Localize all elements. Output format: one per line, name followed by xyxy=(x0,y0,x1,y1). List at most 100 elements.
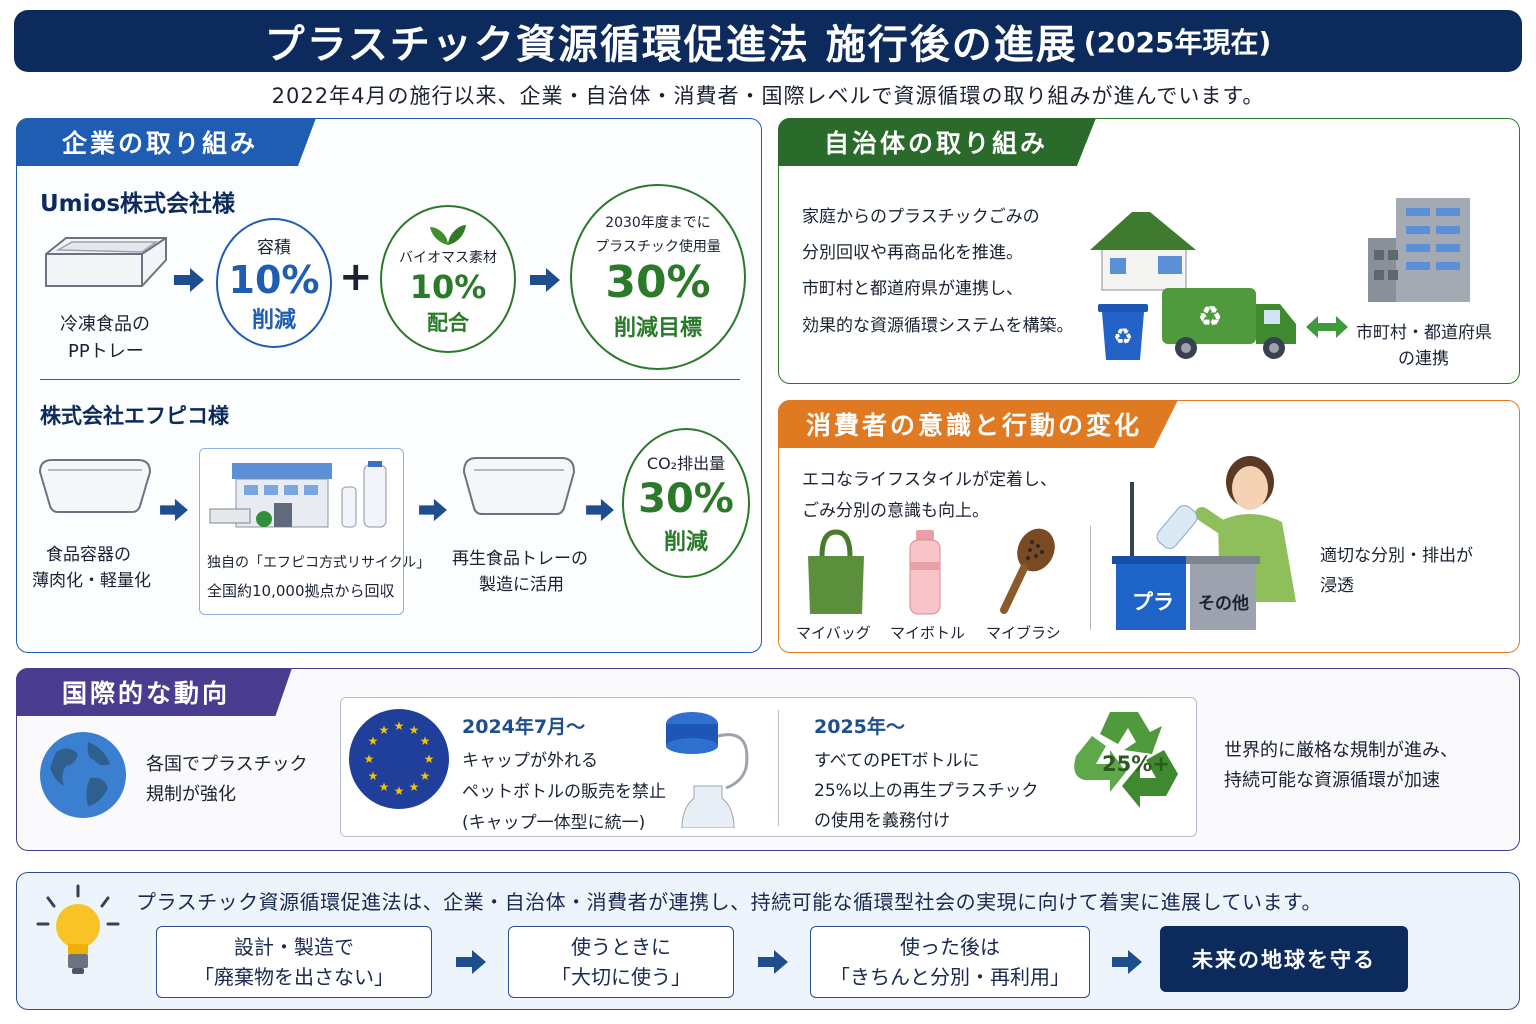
municipal-line4: 効果的な資源循環システムを構築。 xyxy=(802,316,1074,336)
double-arrow-icon xyxy=(1306,316,1348,338)
arrow-right-icon xyxy=(160,498,188,522)
target-circle: 2030年度までに プラスチック使用量 30% 削減目標 xyxy=(570,184,746,370)
eu1-date: 2024年7月～ xyxy=(462,716,586,738)
eu1-line2: ペットボトルの販売を禁止 xyxy=(462,782,666,802)
factory-icon xyxy=(209,461,387,528)
globe-line1: 各国でプラスチック xyxy=(146,754,308,775)
corporate-tag: 企業の取り組み xyxy=(16,118,316,166)
fpco-item1-line1: 食品容器の xyxy=(46,545,131,565)
recycle-bin-icon: ♻ xyxy=(1098,304,1148,360)
arrow-right-icon xyxy=(758,950,788,974)
fpco-item1-line2: 薄肉化・軽量化 xyxy=(32,571,151,591)
c2-top: バイオマス素材 xyxy=(399,250,497,266)
food-container-icon xyxy=(38,459,152,513)
arrow-right-icon xyxy=(419,498,447,522)
page-title: プラスチック資源循環促進法 施行後の進展 xyxy=(264,22,1078,68)
page-subtitle: 2022年4月の施行以来、企業・自治体・消費者・国際レベルで資源循環の取り組みが… xyxy=(271,84,1265,108)
municipal-line3: 市町村と都道府県が連携し、 xyxy=(802,279,1023,299)
municipal-link-line2: の連携 xyxy=(1398,349,1449,369)
svg-text:★: ★ xyxy=(379,780,390,794)
eu2-line2: 25%以上の再生プラスチック xyxy=(814,781,1039,801)
step2-line2: 「大切に使う」 xyxy=(551,965,691,989)
municipal-link-line1: 市町村・都道府県 xyxy=(1356,323,1492,343)
step1-line1: 設計・製造で xyxy=(234,935,354,959)
eu-flag-icon: ★★★★ ★★★★ ★★★★ xyxy=(349,709,449,809)
footer-goal: 未来の地球を守る xyxy=(1160,926,1408,992)
c3-top2: プラスチック使用量 xyxy=(595,239,721,255)
svg-text:★: ★ xyxy=(379,723,390,737)
svg-text:★: ★ xyxy=(364,752,375,766)
international-summary-line2: 持続可能な資源循環が加速 xyxy=(1224,770,1440,791)
consumer-item-bottle: マイボトル xyxy=(890,624,966,642)
recycle-icon xyxy=(1074,712,1178,808)
eu-box xyxy=(340,697,1197,837)
water-bottle-icon xyxy=(909,530,941,615)
c1-value: 10% xyxy=(228,257,320,302)
co2-circle: CO₂排出量 30% 削減 xyxy=(622,428,750,578)
umios-product-line2: PPトレー xyxy=(68,341,144,362)
umios-product-line1: 冷凍食品の xyxy=(60,314,150,335)
c2-bottom: 配合 xyxy=(427,311,469,335)
office-building-icon xyxy=(1368,198,1470,302)
brush-icon xyxy=(1000,528,1055,614)
svg-text:★: ★ xyxy=(394,719,405,733)
recycle-label: 25%+ xyxy=(1102,752,1170,776)
consumer-divider xyxy=(1090,526,1091,630)
co2-top: CO₂排出量 xyxy=(646,454,726,473)
co2-value: 30% xyxy=(638,476,734,522)
bin-pla-label: プラ xyxy=(1132,590,1174,614)
arrow-right-icon xyxy=(530,268,560,292)
biomass-circle: バイオマス素材 10% 配合 xyxy=(380,205,516,353)
fpco-company: 株式会社エフピコ様 xyxy=(40,404,229,428)
svg-text:★: ★ xyxy=(424,752,435,766)
fpco-item2-line1: 独自の「エフピコ方式リサイクル」 xyxy=(207,555,431,571)
step3-line1: 使った後は xyxy=(900,935,1000,959)
step1-line2: 「廃棄物を出さない」 xyxy=(194,965,394,989)
c3-value: 30% xyxy=(605,257,711,308)
c2-value: 10% xyxy=(409,268,487,306)
c3-bottom: 削減目標 xyxy=(613,316,702,341)
fpco-item2-line2: 全国約10,000拠点から回収 xyxy=(207,582,395,600)
consumer-tag: 消費者の意識と行動の変化 xyxy=(778,400,1178,448)
globe-line2: 規制が強化 xyxy=(146,784,236,805)
municipal-line2: 分別回収や再商品化を推進。 xyxy=(802,243,1023,263)
eu2-line1: すべてのPETボトルに xyxy=(814,751,980,771)
footer-message: プラスチック資源循環促進法は、企業・自治体・消費者が連携し、持続可能な循環型社会… xyxy=(136,890,1322,914)
arrow-right-icon xyxy=(1112,950,1142,974)
bin-other-label: その他 xyxy=(1198,594,1249,614)
svg-text:★: ★ xyxy=(409,723,420,737)
umios-company: Umios株式会社様 xyxy=(40,191,236,217)
consumer-line1: エコなライフスタイルが定着し、 xyxy=(802,470,1057,490)
consumer-note-line2: 浸透 xyxy=(1320,576,1354,596)
international-tag: 国際的な動向 xyxy=(16,668,292,716)
footer-step-design: 設計・製造で 「廃棄物を出さない」 xyxy=(156,926,432,998)
arrow-right-icon xyxy=(174,268,204,292)
garbage-truck-icon: ♻ xyxy=(1162,288,1296,359)
svg-text:★: ★ xyxy=(409,780,420,794)
eu-divider xyxy=(778,710,779,826)
title-bar: プラスチック資源循環促進法 施行後の進展 (2025年現在) xyxy=(14,10,1522,72)
footer-step-use: 使うときに 「大切に使う」 xyxy=(508,926,734,998)
page-title-suffix: (2025年現在) xyxy=(1083,26,1272,59)
corporate-divider xyxy=(40,379,740,380)
globe-icon xyxy=(40,732,126,818)
svg-text:♻: ♻ xyxy=(1113,325,1133,350)
municipal-tag: 自治体の取り組み xyxy=(778,118,1096,166)
arrow-right-icon xyxy=(586,498,614,522)
eu1-line1: キャップが外れる xyxy=(462,751,598,771)
svg-text:♻: ♻ xyxy=(1197,300,1222,333)
consumer-item-brush: マイブラシ xyxy=(986,624,1061,642)
c1-bottom: 削減 xyxy=(251,307,296,333)
eu1-line3: (キャップ一体型に統一) xyxy=(462,813,646,833)
svg-text:★: ★ xyxy=(420,769,431,783)
step2-line1: 使うときに xyxy=(571,935,671,959)
eco-bag-icon xyxy=(808,529,864,614)
consumer-note-line1: 適切な分別・排出が xyxy=(1320,546,1473,566)
c3-top1: 2030年度までに xyxy=(605,215,711,231)
volume-reduction-circle: 容積 10% 削減 xyxy=(216,218,332,348)
footer-step-sort: 使った後は 「きちんと分別・再利用」 xyxy=(810,926,1090,998)
svg-text:★: ★ xyxy=(368,734,379,748)
footer-goal-label: 未来の地球を守る xyxy=(1192,948,1376,972)
svg-text:★: ★ xyxy=(368,769,379,783)
plus-sign: + xyxy=(339,254,373,300)
